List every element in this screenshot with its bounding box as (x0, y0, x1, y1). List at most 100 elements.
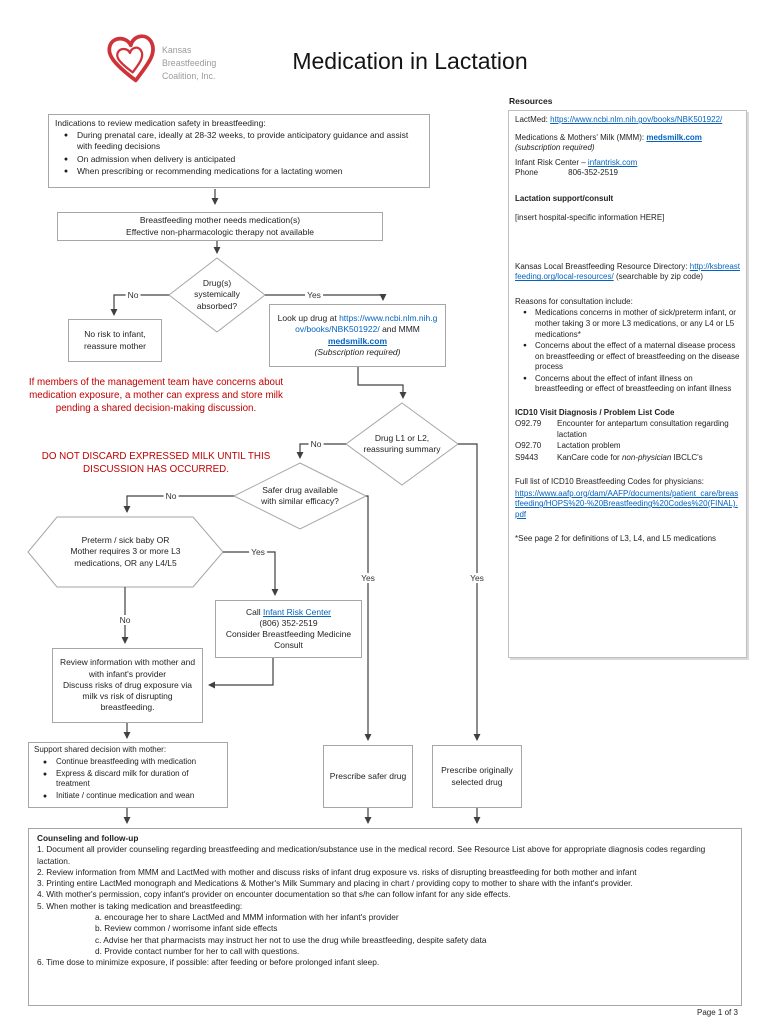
phone-label: Phone (515, 168, 539, 178)
indications-title: Indications to review medication safety … (55, 118, 266, 128)
label-yes-l1l2: Yes (468, 573, 486, 583)
connector-safer-no (123, 495, 234, 513)
counseling-item: 2. Review information from MMM and LactM… (37, 866, 637, 877)
bullet-icon: ● (63, 132, 69, 140)
hex-line2: Mother requires 3 or more L3 (70, 546, 181, 557)
resource-mmm: Medications & Mothers' Milk (MMM): medsm… (515, 133, 740, 154)
bullet-icon: ● (42, 792, 48, 800)
reason-item: Concerns about the effect of a maternal … (535, 341, 740, 372)
counseling-subitem: d. Provide contact number for her to cal… (95, 945, 300, 956)
indications-bullet: On admission when delivery is anticipate… (77, 153, 236, 164)
lookup-subscription-note: (Subscription required) (314, 346, 401, 357)
lactmed-lookup-link[interactable]: https://www.ncbi.nlm.nih.gov/books/NBK50… (295, 313, 438, 335)
call-phone: (806) 352-2519 (259, 617, 318, 628)
lactmed-label: LactMed: (515, 115, 551, 124)
indications-bullet: When prescribing or recommending medicat… (77, 165, 343, 176)
warning-do-not-discard: DO NOT DISCARD EXPRESSED MILK UNTIL THIS… (41, 451, 271, 476)
icd-desc-pre: KanCare code for (557, 452, 622, 462)
prescribe-original-text: Prescribe originally selected drug (441, 765, 513, 787)
review-sentence2: Discuss risks of drug exposure via milk … (63, 679, 192, 713)
no-risk-line2: reassure mother (84, 340, 146, 351)
resource-infant-risk: Infant Risk Center – infantrisk.com Phon… (515, 158, 740, 179)
page-number: Page 1 of 3 (697, 1008, 738, 1017)
header: Kansas Breastfeeding Coalition, Inc. Med… (0, 0, 770, 100)
aafp-codes-link[interactable]: https://www.aafp.org/dam/AAFP/documents/… (515, 488, 739, 519)
connector-l1l2-yes (458, 443, 481, 741)
reason-item: Concerns about the effect of infant illn… (535, 373, 732, 394)
diamond-safer-text: Safer drug available with similar effica… (234, 463, 366, 529)
counseling-subitem: b. Review common / worrisome infant side… (95, 923, 278, 934)
infant-risk-center-link[interactable]: Infant Risk Center (262, 606, 332, 617)
hexagon-preterm-text: Preterm / sick baby OR Mother requires 3… (28, 517, 223, 587)
page-title: Medication in Lactation (292, 48, 528, 74)
directory-link[interactable]: http://ksbreastfeeding.org/local-resourc… (515, 261, 741, 282)
safer-line1: Safer drug available (262, 484, 338, 495)
connector-call-review (208, 658, 274, 689)
icd-header: ICD10 Visit Diagnosis / Problem List Cod… (515, 407, 675, 417)
hex-line1: Preterm / sick baby OR (81, 535, 170, 546)
support-title: Support shared decision with mother: (34, 745, 167, 754)
box-support-decision: Support shared decision with mother: ● Co… (28, 742, 228, 808)
diamond-absorbed-text: Drug(s) systemically absorbed? (169, 258, 265, 332)
l1l2-line2: reassuring summary (363, 444, 441, 454)
resources-header: Resources (509, 96, 553, 106)
lactmed-link[interactable]: https://www.ncbi.nlm.nih.gov/books/NBK50… (550, 115, 723, 124)
icd-code: O92.79 (515, 419, 542, 429)
connector-lookup-l1l2 (357, 367, 407, 399)
diamond-l1l2-text: Drug L1 or L2, reassuring summary (346, 403, 458, 485)
label-yes-absorbed: Yes (305, 290, 323, 300)
phone-value: 806-352-2519 (568, 168, 618, 178)
label-no-safer: No (163, 491, 179, 501)
infantrisk-link[interactable]: infantrisk.com (587, 157, 638, 167)
logo-line-2: Breastfeeding (162, 57, 217, 68)
medsmilk-link[interactable]: medsmilk.com (646, 132, 702, 142)
connector-safer-yes (364, 495, 372, 741)
reasons-header: Reasons for consultation include: (515, 296, 633, 306)
label-yes-safer: Yes (359, 573, 377, 583)
l1l2-line1: Drug L1 or L2, (374, 432, 430, 443)
call-consult: Consider Breastfeeding Medicine Consult (225, 629, 352, 651)
counseling-item: 6. Time dose to minimize exposure, if po… (37, 957, 380, 968)
connector-l1l2-no (296, 443, 346, 459)
box-needs-medication: Breastfeeding mother needs medication(s)… (57, 212, 383, 241)
reason-item: Medications concerns in mother of sick/p… (535, 308, 736, 339)
diamond-l1l2 (345, 402, 459, 486)
connector-absorbed-yes (265, 293, 387, 301)
bullet-icon: ● (42, 770, 48, 778)
lookup-pre: Look up drug at (277, 313, 340, 324)
lookup-mid: and MMM (379, 324, 420, 335)
box-counseling: Counseling and follow-up 1. Document all… (28, 828, 742, 1006)
counseling-item: 4. With mother's permission, copy infant… (37, 889, 511, 900)
connector-absorbed-no (110, 294, 169, 316)
support-bullet: Initiate / continue medication and wean (56, 790, 195, 800)
absorbed-line3: absorbed? (196, 300, 238, 311)
icd-desc: Lactation problem (557, 441, 621, 451)
icd-row: O92.70 Lactation problem (515, 441, 740, 451)
prescribe-safer-text: Prescribe safer drug (329, 770, 407, 781)
label-no-hex: No (117, 615, 133, 625)
box-indications: Indications to review medication safety … (48, 114, 430, 188)
icd-row: O92.79 Encounter for antepartum consulta… (515, 419, 740, 440)
label-yes-hex: Yes (249, 547, 267, 557)
counseling-item: 1. Document all provider counseling rega… (37, 844, 706, 866)
counseling-item: 3. Printing entire LactMed monograph and… (37, 878, 633, 889)
label-no-absorbed: No (125, 290, 141, 300)
counseling-subitem: c. Advise her that pharmacists may instr… (95, 934, 487, 945)
icd-code: S9443 (515, 452, 539, 462)
needs-medication-line2: Effective non-pharmacologic therapy not … (126, 226, 314, 237)
icd-row: S9443 KanCare code for non-physician IBC… (515, 453, 740, 463)
kbc-heart-logo-icon (107, 34, 155, 83)
mmm-label: Medications & Mothers' Milk (MMM): (515, 132, 647, 142)
resource-lactmed: LactMed: https://www.ncbi.nlm.nih.gov/bo… (515, 115, 740, 126)
mmm-subscription-note: (subscription required) (515, 143, 595, 153)
support-bullet: Continue breastfeeding with medication (56, 756, 197, 766)
absorbed-line1: Drug(s) (202, 278, 232, 289)
box-no-risk: No risk to infant, reassure mother (68, 319, 162, 362)
label-no-l1l2: No (308, 439, 324, 449)
connector-hex-yes (223, 551, 279, 596)
medsmilk-lookup-link[interactable]: medsmilk.com (327, 335, 388, 346)
box-prescribe-safer: Prescribe safer drug (323, 745, 413, 808)
diamond-safer-drug (232, 462, 368, 530)
counseling-header: Counseling and follow-up (37, 833, 139, 843)
